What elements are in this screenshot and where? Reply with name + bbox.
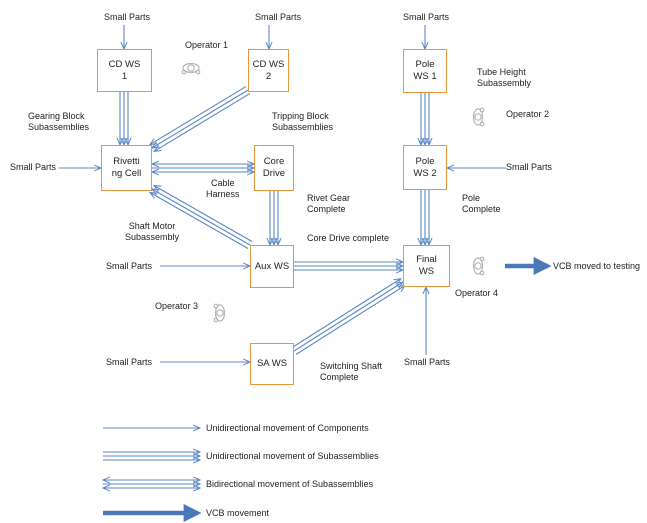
cable-harness-label: Cable Harness (206, 178, 240, 199)
pole-complete-label: Pole Complete (462, 193, 501, 214)
final-ws-box: Final WS (403, 245, 450, 287)
small-parts-label: Small Parts (404, 357, 451, 367)
tube-height-label: Tube Height Subassembly (477, 67, 532, 88)
gearing-block-label: Gearing Block Subassemblies (28, 111, 90, 132)
legend-label: Unidirectional movement of Subassemblies (206, 451, 379, 461)
switching-shaft-label: Switching Shaft Complete (320, 361, 383, 382)
legend-label: Bidirectional movement of Subassemblies (206, 479, 374, 489)
aux-ws-box: Aux WS (250, 245, 294, 288)
operator-3-label: Operator 3 (155, 301, 199, 311)
operator-icon (213, 303, 226, 323)
rivet-gear-label: Rivet Gear Complete (307, 193, 351, 214)
subassembly-arrow (154, 92, 251, 151)
vcb-testing-label: VCB moved to testing (553, 261, 641, 271)
core-drive-complete-label: Core Drive complete (307, 233, 390, 243)
sa-ws-box: SA WS (250, 343, 294, 385)
subassembly-arrow (150, 86, 247, 145)
pole-ws-2-box: Pole WS 2 (403, 145, 447, 190)
shaft-motor-label: Shaft Motor Subassembly (125, 221, 180, 242)
small-parts-label: Small Parts (506, 162, 553, 172)
subassembly-arrow (293, 282, 403, 352)
small-parts-label: Small Parts (403, 12, 450, 22)
small-parts-label: Small Parts (104, 12, 151, 22)
legend-label: VCB movement (206, 508, 270, 518)
cd-ws-1-box: CD WS 1 (97, 49, 152, 92)
operator-icon (181, 62, 201, 75)
subassembly-arrow (152, 189, 251, 246)
pole-ws-1-box: Pole WS 1 (403, 49, 447, 93)
subassembly-arrow (154, 186, 253, 243)
core-drive-box: Core Drive (254, 145, 294, 191)
tripping-block-label: Tripping Block Subassemblies (272, 111, 334, 132)
operator-icon (472, 256, 485, 276)
subassembly-arrow (291, 279, 401, 349)
operator-2-label: Operator 2 (506, 109, 550, 119)
subassembly-arrow (152, 89, 249, 148)
small-parts-label: Small Parts (106, 357, 153, 367)
cd-ws-2-box: CD WS 2 (248, 49, 289, 92)
small-parts-label: Small Parts (255, 12, 302, 22)
operator-icon (472, 107, 485, 127)
operator-1-label: Operator 1 (185, 40, 229, 50)
legend-label: Unidirectional movement of Components (206, 423, 369, 433)
subassembly-arrow (295, 285, 405, 355)
small-parts-label: Small Parts (106, 261, 153, 271)
small-parts-label: Small Parts (10, 162, 57, 172)
operator-4-label: Operator 4 (455, 288, 499, 298)
subassembly-arrow (150, 192, 249, 249)
riveting-cell-box: Rivetti ng Cell (101, 145, 152, 191)
